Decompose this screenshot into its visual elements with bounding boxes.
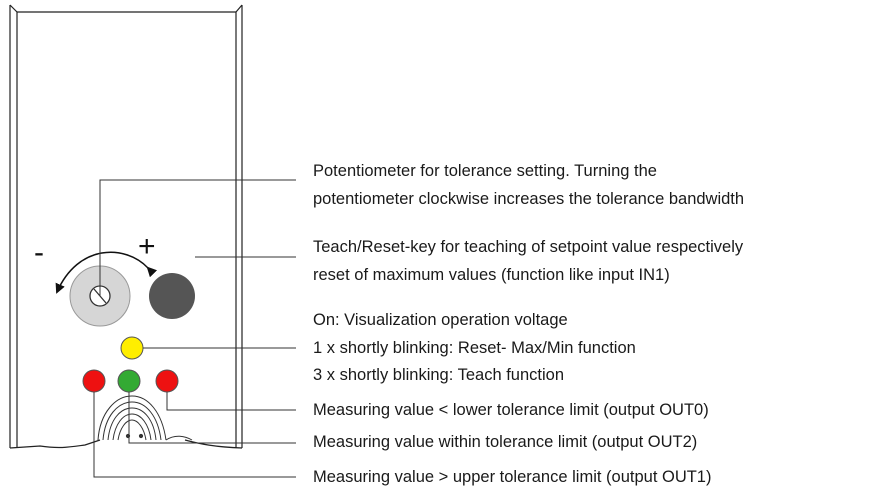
leader-line-out2 xyxy=(128,392,296,444)
sensor-housing xyxy=(9,4,243,449)
leader-line-out0 xyxy=(166,392,296,411)
yellow-led-label-line-2: 1 x shortly blinking: Reset- Max/Min fun… xyxy=(313,339,636,357)
yellow-led xyxy=(120,336,144,360)
connector-ridges xyxy=(97,395,193,441)
teach-key-label-line-2: reset of maximum values (function like i… xyxy=(313,266,670,284)
green-led-out2 xyxy=(117,369,141,393)
out0-label: Measuring value < lower tolerance limit … xyxy=(313,401,709,419)
plus-sign: + xyxy=(138,230,156,263)
teach-key-label-line-1: Teach/Reset-key for teaching of setpoint… xyxy=(313,238,744,256)
potentiometer-label-line-2: potentiometer clockwise increases the to… xyxy=(313,190,745,208)
out2-label: Measuring value within tolerance limit (… xyxy=(313,433,698,451)
leader-line-potentiometer xyxy=(99,179,296,296)
leader-line-out1 xyxy=(93,392,296,478)
rotation-arrow-icon xyxy=(55,251,158,294)
minus-sign: - xyxy=(34,236,44,269)
yellow-led-label-line-1: On: Visualization operation voltage xyxy=(313,311,568,329)
teach-reset-key-icon[interactable] xyxy=(149,273,195,319)
red-led-out0 xyxy=(155,369,179,393)
red-led-out1 xyxy=(82,369,106,393)
potentiometer-label-line-1: Potentiometer for tolerance setting. Tur… xyxy=(313,162,657,180)
out1-label: Measuring value > upper tolerance limit … xyxy=(313,468,712,486)
yellow-led-label-line-3: 3 x shortly blinking: Teach function xyxy=(313,366,565,384)
